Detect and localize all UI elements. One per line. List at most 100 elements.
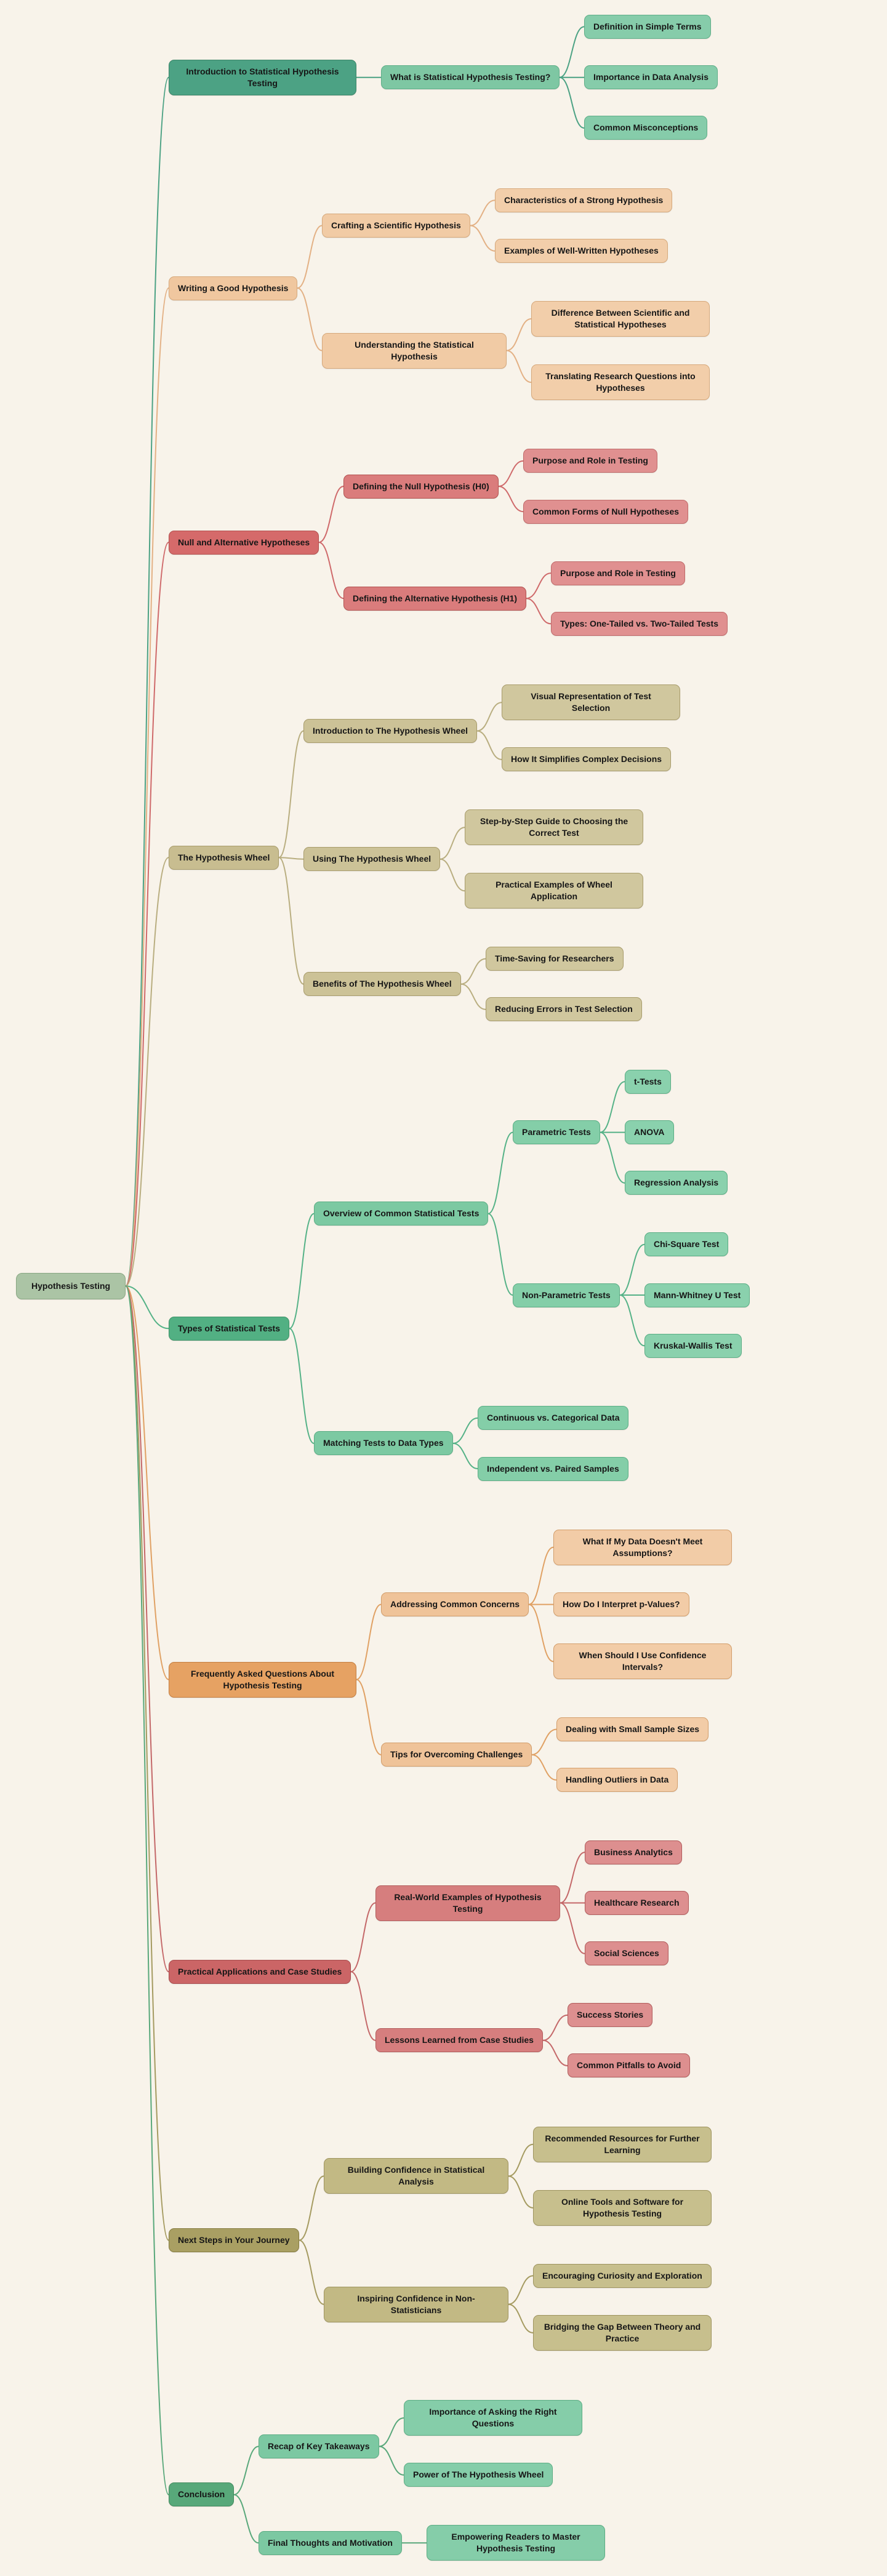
node-writing-a-good-hypothesis[interactable]: Writing a Good Hypothesis [169,276,298,300]
edge-connector [531,1728,557,1755]
node-anova[interactable]: ANOVA [625,1120,674,1144]
node-label: Conclusion [178,2489,225,2499]
node-label: What If My Data Doesn't Meet Assumptions… [582,1536,703,1558]
node-how-do-i-interpret-p-values[interactable]: How Do I Interpret p-Values? [553,1592,689,1616]
node-regression-analysis[interactable]: Regression Analysis [625,1171,728,1195]
edge-connector [297,225,323,289]
node-mann-whitney-u-test[interactable]: Mann-Whitney U Test [644,1283,750,1307]
edge-connector [559,26,585,78]
node-importance-of-asking-the-right-questions[interactable]: Importance of Asking the Right Questions [404,2400,582,2436]
node-tips-for-overcoming-challenges[interactable]: Tips for Overcoming Challenges [381,1743,532,1767]
edge-connector [470,225,496,252]
node-building-confidence-in-statistical-analysis[interactable]: Building Confidence in Statistical Analy… [324,2158,508,2194]
node-handling-outliers-in-data[interactable]: Handling Outliers in Data [556,1768,678,1792]
node-conclusion[interactable]: Conclusion [169,2482,235,2506]
node-inspiring-confidence-in-non-statisticians[interactable]: Inspiring Confidence in Non-Statistician… [324,2287,508,2322]
node-importance-in-data-analysis[interactable]: Importance in Data Analysis [584,65,718,89]
edge-connector [528,1546,554,1605]
node-label: Hypothesis Testing [31,1281,111,1291]
edge-connector [379,2446,404,2476]
root-node-hypothesis-testing[interactable]: Hypothesis Testing [16,1273,126,1299]
node-lessons-learned-from-case-studies[interactable]: Lessons Learned from Case Studies [375,2028,543,2052]
node-purpose-and-role-in-testing[interactable]: Purpose and Role in Testing [551,561,685,585]
node-healthcare-research[interactable]: Healthcare Research [585,1891,689,1915]
node-kruskal-wallis-test[interactable]: Kruskal-Wallis Test [644,1334,742,1358]
node-common-pitfalls-to-avoid[interactable]: Common Pitfalls to Avoid [568,2053,691,2077]
node-label: Power of The Hypothesis Wheel [413,2470,544,2479]
node-time-saving-for-researchers[interactable]: Time-Saving for Researchers [486,947,624,971]
node-addressing-common-concerns[interactable]: Addressing Common Concerns [381,1592,529,1616]
node-purpose-and-role-in-testing[interactable]: Purpose and Role in Testing [523,449,657,473]
node-the-hypothesis-wheel[interactable]: The Hypothesis Wheel [169,846,279,870]
node-characteristics-of-a-strong-hypothesis[interactable]: Characteristics of a Strong Hypothesis [495,188,673,212]
node-social-sciences[interactable]: Social Sciences [585,1941,668,1965]
node-label: Mann-Whitney U Test [654,1290,741,1300]
node-step-by-step-guide-to-choosing-the-correct-test[interactable]: Step-by-Step Guide to Choosing the Corre… [465,809,643,845]
node-what-if-my-data-doesn-t-meet-assumptions[interactable]: What If My Data Doesn't Meet Assumptions… [553,1530,732,1565]
node-types-one-tailed-vs-two-tailed-tests[interactable]: Types: One-Tailed vs. Two-Tailed Tests [551,612,728,636]
node-difference-between-scientific-and-statistical-hypotheses[interactable]: Difference Between Scientific and Statis… [531,301,710,337]
node-common-misconceptions[interactable]: Common Misconceptions [584,116,708,140]
node-visual-representation-of-test-selection[interactable]: Visual Representation of Test Selection [502,684,680,720]
edge-connector [233,2494,259,2544]
node-crafting-a-scientific-hypothesis[interactable]: Crafting a Scientific Hypothesis [322,214,470,238]
node-label: Reducing Errors in Test Selection [495,1004,633,1014]
node-examples-of-well-written-hypotheses[interactable]: Examples of Well-Written Hypotheses [495,239,668,263]
node-using-the-hypothesis-wheel[interactable]: Using The Hypothesis Wheel [303,847,441,871]
node-benefits-of-the-hypothesis-wheel[interactable]: Benefits of The Hypothesis Wheel [303,972,461,996]
node-label: Independent vs. Paired Samples [487,1464,619,1474]
node-real-world-examples-of-hypothesis-testing[interactable]: Real-World Examples of Hypothesis Testin… [375,1885,560,1921]
node-label: Importance in Data Analysis [593,72,708,82]
node-label: Null and Alternative Hypotheses [178,537,310,547]
node-introduction-to-the-hypothesis-wheel[interactable]: Introduction to The Hypothesis Wheel [303,719,477,743]
node-translating-research-questions-into-hypotheses[interactable]: Translating Research Questions into Hypo… [531,364,710,400]
node-power-of-the-hypothesis-wheel[interactable]: Power of The Hypothesis Wheel [404,2463,553,2487]
node-practical-applications-and-case-studies[interactable]: Practical Applications and Case Studies [169,1960,351,1984]
node-chi-square-test[interactable]: Chi-Square Test [644,1232,729,1256]
node-recommended-resources-for-further-learning[interactable]: Recommended Resources for Further Learni… [533,2127,712,2162]
node-label: Success Stories [577,2010,644,2020]
edge-connector [506,318,532,351]
node-label: Step-by-Step Guide to Choosing the Corre… [480,816,628,838]
node-frequently-asked-questions-about-hypothesis-testing[interactable]: Frequently Asked Questions About Hypothe… [169,1662,356,1698]
node-what-is-statistical-hypothesis-testing[interactable]: What is Statistical Hypothesis Testing? [381,65,560,89]
node-introduction-to-statistical-hypothesis-testing[interactable]: Introduction to Statistical Hypothesis T… [169,60,356,95]
node-when-should-i-use-confidence-intervals[interactable]: When Should I Use Confidence Intervals? [553,1643,732,1679]
node-reducing-errors-in-test-selection[interactable]: Reducing Errors in Test Selection [486,997,642,1021]
node-label: Types: One-Tailed vs. Two-Tailed Tests [560,619,718,628]
node-online-tools-and-software-for-hypothesis-testing[interactable]: Online Tools and Software for Hypothesis… [533,2190,712,2226]
node-types-of-statistical-tests[interactable]: Types of Statistical Tests [169,1317,289,1341]
node-final-thoughts-and-motivation[interactable]: Final Thoughts and Motivation [259,2531,402,2555]
node-definition-in-simple-terms[interactable]: Definition in Simple Terms [584,15,711,39]
node-independent-vs-paired-samples[interactable]: Independent vs. Paired Samples [478,1457,628,1481]
node-understanding-the-statistical-hypothesis[interactable]: Understanding the Statistical Hypothesis [322,333,507,369]
node-common-forms-of-null-hypotheses[interactable]: Common Forms of Null Hypotheses [523,500,689,524]
node-dealing-with-small-sample-sizes[interactable]: Dealing with Small Sample Sizes [556,1717,709,1741]
node-how-it-simplifies-complex-decisions[interactable]: How It Simplifies Complex Decisions [502,747,672,771]
node-encouraging-curiosity-and-exploration[interactable]: Encouraging Curiosity and Exploration [533,2264,712,2288]
node-label: Importance of Asking the Right Questions [429,2407,557,2428]
edge-connector [125,1285,169,1973]
node-success-stories[interactable]: Success Stories [568,2003,653,2027]
node-overview-of-common-statistical-tests[interactable]: Overview of Common Statistical Tests [314,1202,489,1226]
node-non-parametric-tests[interactable]: Non-Parametric Tests [513,1283,620,1307]
node-next-steps-in-your-journey[interactable]: Next Steps in Your Journey [169,2228,299,2252]
node-label: Addressing Common Concerns [390,1599,520,1609]
node-parametric-tests[interactable]: Parametric Tests [513,1120,600,1144]
node-continuous-vs-categorical-data[interactable]: Continuous vs. Categorical Data [478,1406,629,1430]
node-empowering-readers-to-master-hypothesis-testing[interactable]: Empowering Readers to Master Hypothesis … [427,2525,605,2561]
node-label: Final Thoughts and Motivation [268,2538,393,2548]
node-t-tests[interactable]: t-Tests [625,1070,671,1094]
node-business-analytics[interactable]: Business Analytics [585,1840,682,1864]
node-bridging-the-gap-between-theory-and-practice[interactable]: Bridging the Gap Between Theory and Prac… [533,2315,712,2351]
node-practical-examples-of-wheel-application[interactable]: Practical Examples of Wheel Application [465,873,643,909]
node-null-and-alternative-hypotheses[interactable]: Null and Alternative Hypotheses [169,531,319,555]
node-label: How Do I Interpret p-Values? [563,1599,680,1609]
edge-connector [508,2143,534,2177]
node-defining-the-null-hypothesis-h0[interactable]: Defining the Null Hypothesis (H0) [343,475,499,499]
node-matching-tests-to-data-types[interactable]: Matching Tests to Data Types [314,1431,453,1455]
node-defining-the-alternative-hypothesis-h1[interactable]: Defining the Alternative Hypothesis (H1) [343,587,527,611]
node-recap-of-key-takeaways[interactable]: Recap of Key Takeaways [259,2434,379,2458]
